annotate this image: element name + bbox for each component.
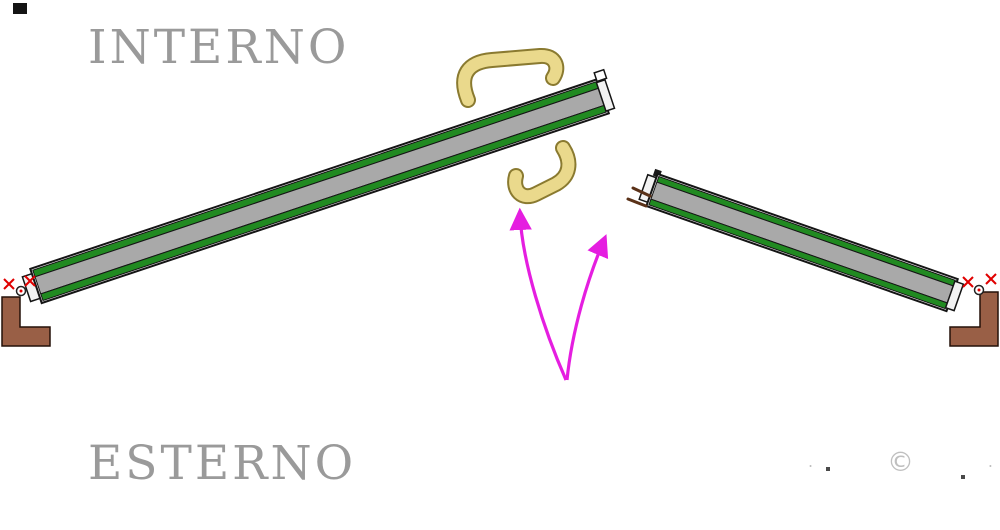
watermark-speck-left xyxy=(826,467,830,471)
right-leaf-core xyxy=(650,181,954,304)
left-wall-bracket xyxy=(1,296,51,347)
left-pivot-cross-2 xyxy=(24,275,36,287)
esterno-label: ESTERNO xyxy=(88,436,357,491)
watermark-left-dot: . xyxy=(808,452,814,471)
left-pivot-pin-center xyxy=(19,289,23,293)
right-leaf-gasket-top xyxy=(656,175,956,287)
door-handle-upper xyxy=(456,48,565,108)
watermark-speck-right xyxy=(961,475,965,479)
right-leaf-gasket-bottom xyxy=(648,198,948,310)
right-pivot-cross-1 xyxy=(962,276,974,288)
corner-artifact-mark xyxy=(13,3,27,14)
arrow-left-leaf-direction xyxy=(509,207,568,381)
right-leaf-latch-marks xyxy=(626,186,652,208)
right-leaf-hinge-end-cap xyxy=(944,280,965,312)
left-pivot-cross-1 xyxy=(3,278,15,290)
watermark-right-dot: . xyxy=(987,452,993,471)
left-leaf-latch-nub xyxy=(593,68,608,83)
arrow-right-leaf-direction xyxy=(565,234,609,381)
right-hinge-assembly xyxy=(949,273,999,347)
right-pivot-pin-center xyxy=(977,288,981,292)
door-handle-lower xyxy=(507,140,577,205)
right-pivot-cross-2 xyxy=(985,273,997,285)
right-door-leaf xyxy=(638,168,965,313)
left-hinge-assembly xyxy=(1,275,51,347)
left-door-leaf xyxy=(21,68,616,305)
copyright-icon: © xyxy=(887,446,914,478)
opening-direction-arrows xyxy=(509,207,609,381)
interno-label: INTERNO xyxy=(88,20,350,75)
left-leaf-latch-end-cap xyxy=(595,78,616,113)
watermark: . © . xyxy=(808,442,993,482)
